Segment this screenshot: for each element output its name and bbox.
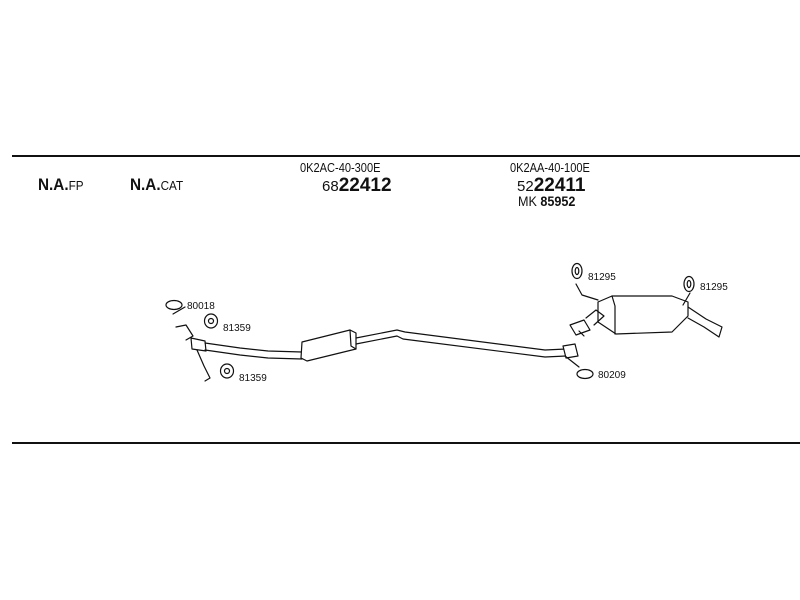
callout-icons — [165, 262, 695, 380]
rear-muffler-mk-number: MK 85952 — [518, 193, 576, 209]
callout-label: 80209 — [598, 370, 626, 381]
callout-label: 81295 — [700, 282, 728, 293]
center-muffler-edge — [349, 329, 357, 350]
mid-pipe-flange — [562, 343, 579, 359]
leader-80018 — [172, 306, 186, 315]
front-pipe-lower — [196, 349, 211, 382]
rear-muffler-part-number: 5222411 — [517, 175, 586, 196]
front-pipe-joint — [190, 337, 207, 352]
rear-muffler-oe-number: 0K2AA-40-100E — [510, 160, 590, 175]
rear-muffler-edge — [611, 295, 616, 335]
rear-hanger-left — [575, 283, 599, 301]
hanger-ring-icon-hole — [686, 279, 692, 289]
front-pipe-label: N.A.FP — [38, 175, 84, 194]
front-pipe-lower-edge — [204, 349, 303, 360]
catalyst-label: N.A.CAT — [130, 175, 184, 194]
gasket-ring-icon — [165, 299, 183, 311]
rear-inlet-clamp — [585, 309, 605, 326]
rear-muffler — [597, 295, 689, 335]
intermediate-pipe-lower-edge — [355, 335, 567, 358]
intermediate-pipe-upper-edge — [355, 329, 567, 351]
rear-inlet-stub — [578, 330, 585, 337]
callout-label: 81359 — [239, 373, 267, 384]
center-muffler-part-number: 6822412 — [322, 175, 392, 196]
leader-80209 — [564, 355, 580, 368]
rear-hanger-right — [682, 292, 691, 306]
callout-label: 81359 — [223, 323, 251, 334]
mounting-rubber-icon-hole — [207, 317, 215, 325]
hanger-ring-icon-hole — [574, 266, 580, 276]
rear-inlet-bracket — [569, 319, 591, 336]
front-flange — [175, 324, 194, 341]
center-muffler — [300, 329, 357, 362]
tailpipe — [687, 306, 723, 338]
callout-label: 81295 — [588, 272, 616, 283]
center-muffler-oe-number: 0K2AC-40-300E — [300, 160, 381, 175]
front-pipe-upper-edge — [204, 342, 303, 353]
mounting-rubber-icon-hole — [223, 367, 231, 375]
gasket-ring-icon — [576, 368, 594, 380]
bottom-divider — [12, 442, 800, 444]
callout-label: 80018 — [187, 301, 215, 312]
top-divider — [12, 155, 800, 157]
